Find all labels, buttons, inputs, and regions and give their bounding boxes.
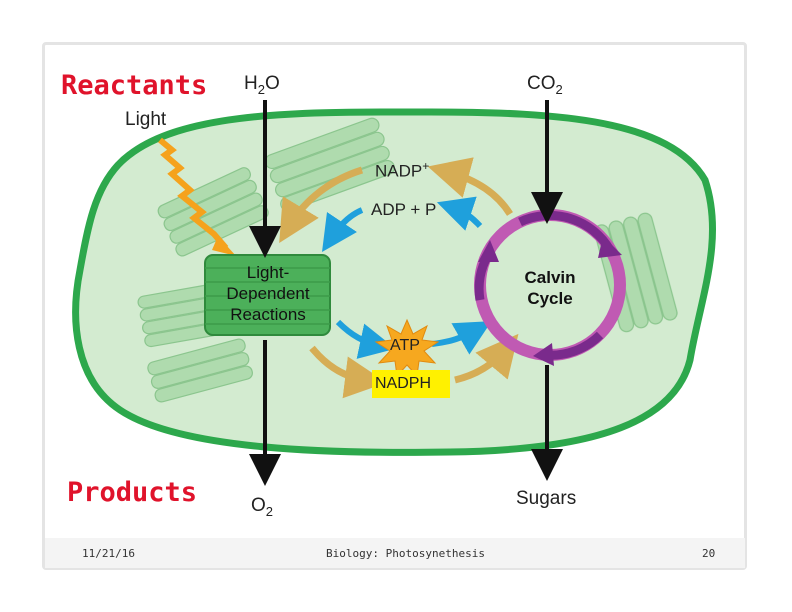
footer-page-number: 20: [702, 547, 716, 560]
light-dependent-label: Light- Dependent Reactions: [226, 263, 310, 324]
reactants-label: Reactants: [61, 70, 208, 101]
thylakoid-stacks: [137, 117, 678, 403]
oxygen-label: O2: [251, 495, 274, 519]
nadp-label: NADP+: [375, 159, 430, 181]
nadp-return-arrow: [427, 157, 513, 216]
nadph-box: [372, 370, 450, 398]
atp-from-reactions-arrow: [335, 319, 396, 359]
adp-label: ADP + P: [371, 200, 437, 219]
products-label: Products: [67, 477, 198, 508]
water-label: H2O: [244, 73, 280, 97]
light-label: Light: [125, 109, 167, 130]
adp-return-arrow: [436, 196, 483, 231]
adp-to-reactions-arrow: [322, 207, 364, 252]
calvin-cycle-label: Calvin Cycle: [524, 268, 576, 308]
light-bolt-icon: [158, 137, 229, 250]
nadph-label: NADPH: [375, 375, 432, 392]
sugars-label: Sugars: [516, 488, 577, 509]
slide-footer: [45, 538, 745, 568]
atp-burst: [374, 318, 440, 378]
nadph-to-calvin-arrow: [454, 333, 519, 384]
light-arrowhead: [212, 236, 236, 256]
footer-date: 11/21/16: [82, 547, 135, 560]
atp-label: ATP: [390, 337, 420, 354]
footer-title: Biology: Photosynethesis: [326, 547, 485, 560]
co2-label: CO2: [527, 73, 563, 97]
nadp-to-reactions-arrow: [279, 166, 364, 244]
nadph-from-reactions-arrow: [309, 345, 387, 399]
